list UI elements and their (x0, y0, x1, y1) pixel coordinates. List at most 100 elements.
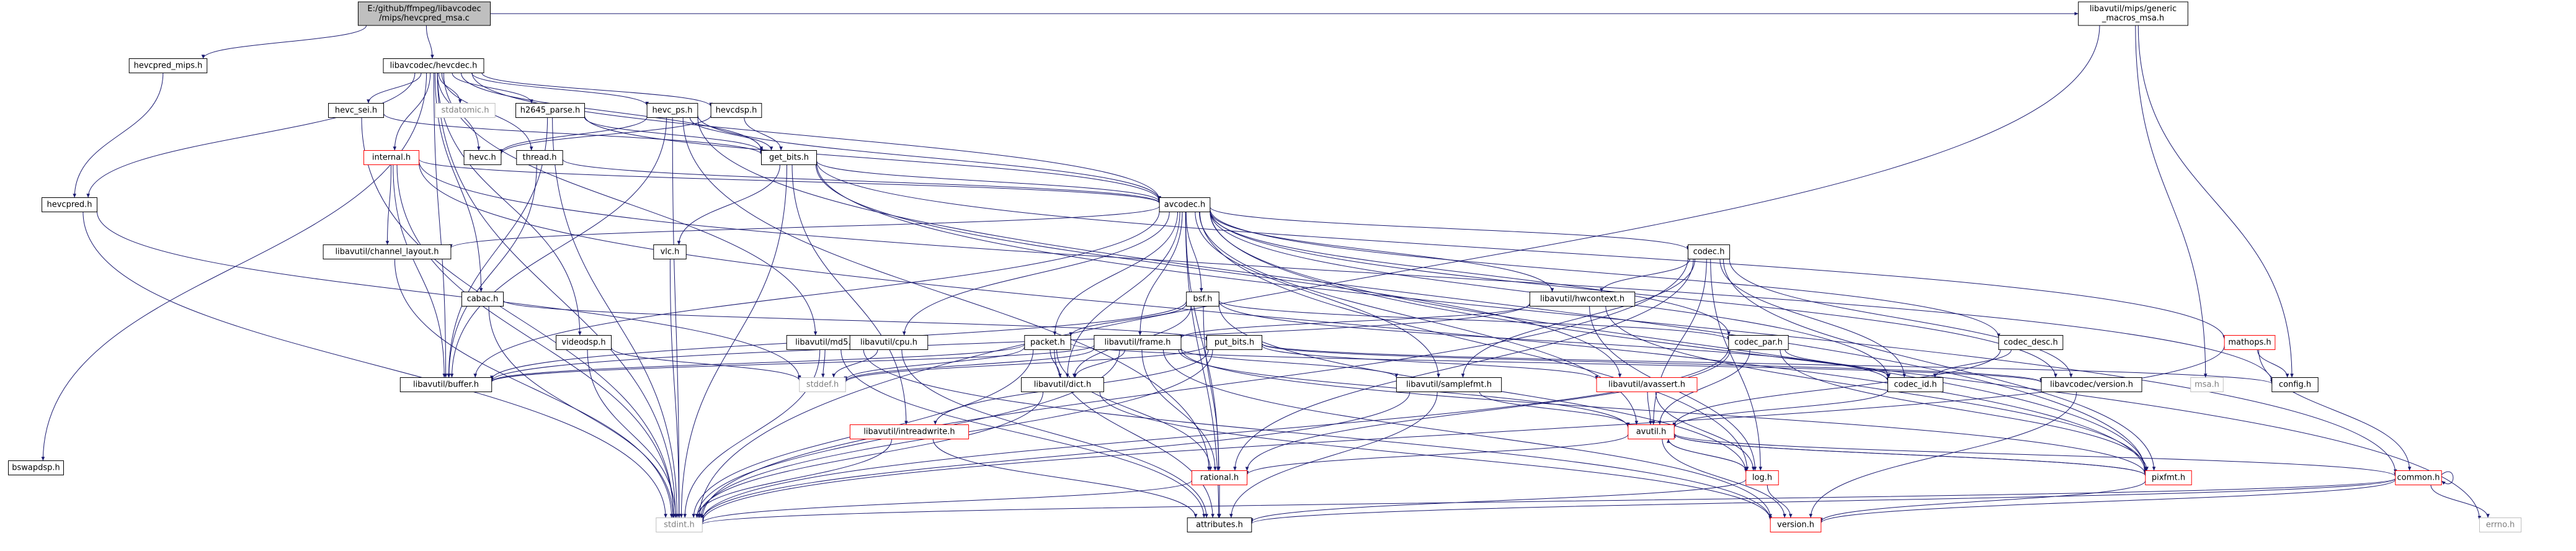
edge-hevcdec-to-avcodec (471, 73, 1161, 200)
graph-node-channel-layout[interactable]: libavutil/channel_layout.h (323, 244, 452, 259)
edge-hevcdec-to-stdint (437, 73, 677, 518)
graph-node-version[interactable]: libavcodec/version.h (2041, 377, 2142, 392)
node-label: codec_desc.h (2003, 338, 2058, 347)
edge-avcodec-to-hwcontext (1210, 210, 1554, 292)
node-label: pixfmt.h (2152, 473, 2185, 483)
node-box (516, 150, 563, 165)
edge-hevcpred-to-stddef (97, 211, 801, 380)
edge-internal-to-stdint (396, 164, 675, 518)
graph-node-hevc[interactable]: hevc.h (463, 150, 502, 165)
graph-node-intreadwrite[interactable]: libavutil/intreadwrite.h (849, 424, 969, 439)
graph-node-hevcdsp[interactable]: hevcdsp.h (710, 103, 762, 118)
graph-node-log[interactable]: log.h (1745, 470, 1779, 485)
node-label: libavutil/intreadwrite.h (863, 428, 955, 437)
graph-node-pixfmt[interactable]: pixfmt.h (2145, 470, 2192, 485)
graph-node-frame[interactable]: libavutil/frame.h (1094, 335, 1182, 350)
graph-node-codec-par[interactable]: codec_par.h (1728, 335, 1789, 350)
node-box (1628, 424, 1675, 439)
graph-node-avutil[interactable]: avutil.h (1628, 424, 1675, 439)
edge-codec-to-log (1710, 259, 1763, 471)
edge-packet-to-stddef (844, 346, 1025, 381)
graph-node-codec[interactable]: codec.h (1687, 244, 1731, 259)
graph-node-attributes[interactable]: attributes.h (1187, 517, 1252, 532)
graph-node-put-bits[interactable]: put_bits.h (1206, 335, 1262, 350)
node-label: libavcodec/version.h (2050, 380, 2133, 390)
node-box (328, 103, 384, 118)
edge-hevcdec-to-stdatomic (438, 73, 462, 104)
node-box (2479, 517, 2522, 532)
graph-node-rational[interactable]: rational.h (1192, 470, 1247, 485)
graph-node-samplefmt[interactable]: libavutil/samplefmt.h (1396, 377, 1502, 392)
graph-node-bsf[interactable]: bsf.h (1186, 292, 1219, 307)
edge-root-to-hevcdec (426, 25, 434, 59)
graph-node-codec-desc[interactable]: codec_desc.h (1998, 335, 2064, 350)
node-label: libavutil/avassert.h (1608, 380, 1685, 390)
edge-cabac-to-stdint (488, 306, 675, 518)
edge-log-to-attributes (1250, 478, 1747, 522)
graph-node-hevcpred-mips[interactable]: hevcpred_mips.h (128, 58, 208, 73)
edge-codec-par-to-codec-id (1785, 349, 1891, 378)
graph-node-errno: errno.h (2479, 517, 2522, 532)
node-label: bsf.h (1193, 295, 1212, 304)
edge-samplefmt-to-attributes (1229, 392, 1438, 518)
node-box (1094, 335, 1182, 350)
graph-node-avassert[interactable]: libavutil/avassert.h (1596, 377, 1698, 392)
edge-internal-to-pixfmt (419, 163, 2147, 474)
graph-node-avcodec[interactable]: avcodec.h (1159, 197, 1211, 212)
graph-node-cpu[interactable]: libavutil/cpu.h (849, 335, 929, 350)
edge-pixfmt-to-version-u (1819, 480, 2146, 522)
edge-codec-to-avutil (1651, 259, 1707, 425)
graph-node-mathops[interactable]: mathops.h (2224, 335, 2276, 350)
edge-avcodec-to-packet (1053, 212, 1179, 336)
edge-codec-par-to-avutil (1658, 349, 1750, 425)
graph-node-codec-id[interactable]: codec_id.h (1887, 377, 1943, 392)
node-box (1596, 377, 1698, 392)
graph-node-common[interactable]: common.h (2395, 470, 2442, 485)
node-box (1192, 470, 1247, 485)
edge-hevc-ps-to-avcodec (697, 115, 1161, 200)
edge-hevc-ps-to-get-bits (689, 117, 773, 151)
node-label: libavutil/hwcontext.h (1540, 295, 1624, 304)
graph-node-vlc[interactable]: vlc.h (653, 244, 687, 259)
graph-node-config[interactable]: config.h (2271, 377, 2319, 392)
graph-node-hevc-ps[interactable]: hevc_ps.h (646, 103, 698, 118)
graph-node-get-bits[interactable]: get_bits.h (761, 150, 817, 165)
graph-node-packet[interactable]: packet.h (1024, 335, 1071, 350)
node-box (323, 244, 452, 259)
edge-packet-to-dict (1050, 349, 1062, 378)
graph-node-generic-macros[interactable]: libavutil/mips/generic_macros_msa.h (2078, 1, 2188, 26)
edge-put-bits-to-stddef (844, 345, 1207, 383)
graph-node-root[interactable]: E:/github/ffmpeg/libavcodec/mips/hevcpre… (357, 1, 491, 26)
edge-hevcdec-to-hevc-sei (367, 73, 422, 104)
edge-hevcdec-to-buffer (433, 73, 448, 378)
edge-h2645-to-stdint (552, 117, 679, 518)
node-box (2078, 1, 2188, 26)
edge-hevcdsp-to-get-bits (744, 117, 783, 151)
node-box (1529, 292, 1636, 307)
edge-dict-to-version-u (1099, 392, 1772, 521)
edge-hevcpred-mips-to-hevcpred (73, 73, 164, 198)
graph-node-bswapdsp[interactable]: bswapdsp.h (8, 460, 64, 475)
graph-node-internal[interactable]: internal.h (363, 150, 419, 165)
edge-rational-to-stdint (700, 480, 1192, 524)
edge-hwcontext-to-frame (1179, 303, 1530, 339)
graph-node-hwcontext[interactable]: libavutil/hwcontext.h (1529, 292, 1636, 307)
graph-node-buffer[interactable]: libavutil/buffer.h (399, 377, 492, 392)
edge-avcodec-to-log (1199, 212, 1749, 471)
edge-packet-to-rational (1056, 349, 1213, 471)
node-label: libavutil/mips/generic (2090, 4, 2177, 14)
graph-node-thread[interactable]: thread.h (516, 150, 563, 165)
graph-node-md5[interactable]: libavutil/md5.h (786, 335, 865, 350)
graph-node-dict[interactable]: libavutil/dict.h (1021, 377, 1104, 392)
graph-node-cabac[interactable]: cabac.h (461, 292, 504, 307)
node-label: libavutil/frame.h (1105, 338, 1171, 347)
graph-node-hevcpred[interactable]: hevcpred.h (42, 197, 97, 212)
graph-node-videodsp[interactable]: videodsp.h (556, 335, 612, 350)
graph-node-hevcdec[interactable]: libavcodec/hevcdec.h (383, 58, 484, 73)
graph-node-h2645[interactable]: h2645_parse.h (515, 103, 585, 118)
edge-hevcdec-to-h2645 (452, 73, 533, 104)
graph-node-hevc-sei[interactable]: hevc_sei.h (328, 103, 384, 118)
node-label: codec_id.h (1894, 380, 1936, 390)
graph-node-version-u[interactable]: version.h (1770, 517, 1822, 532)
edge-avcodec-to-channel-layout (449, 206, 1160, 249)
